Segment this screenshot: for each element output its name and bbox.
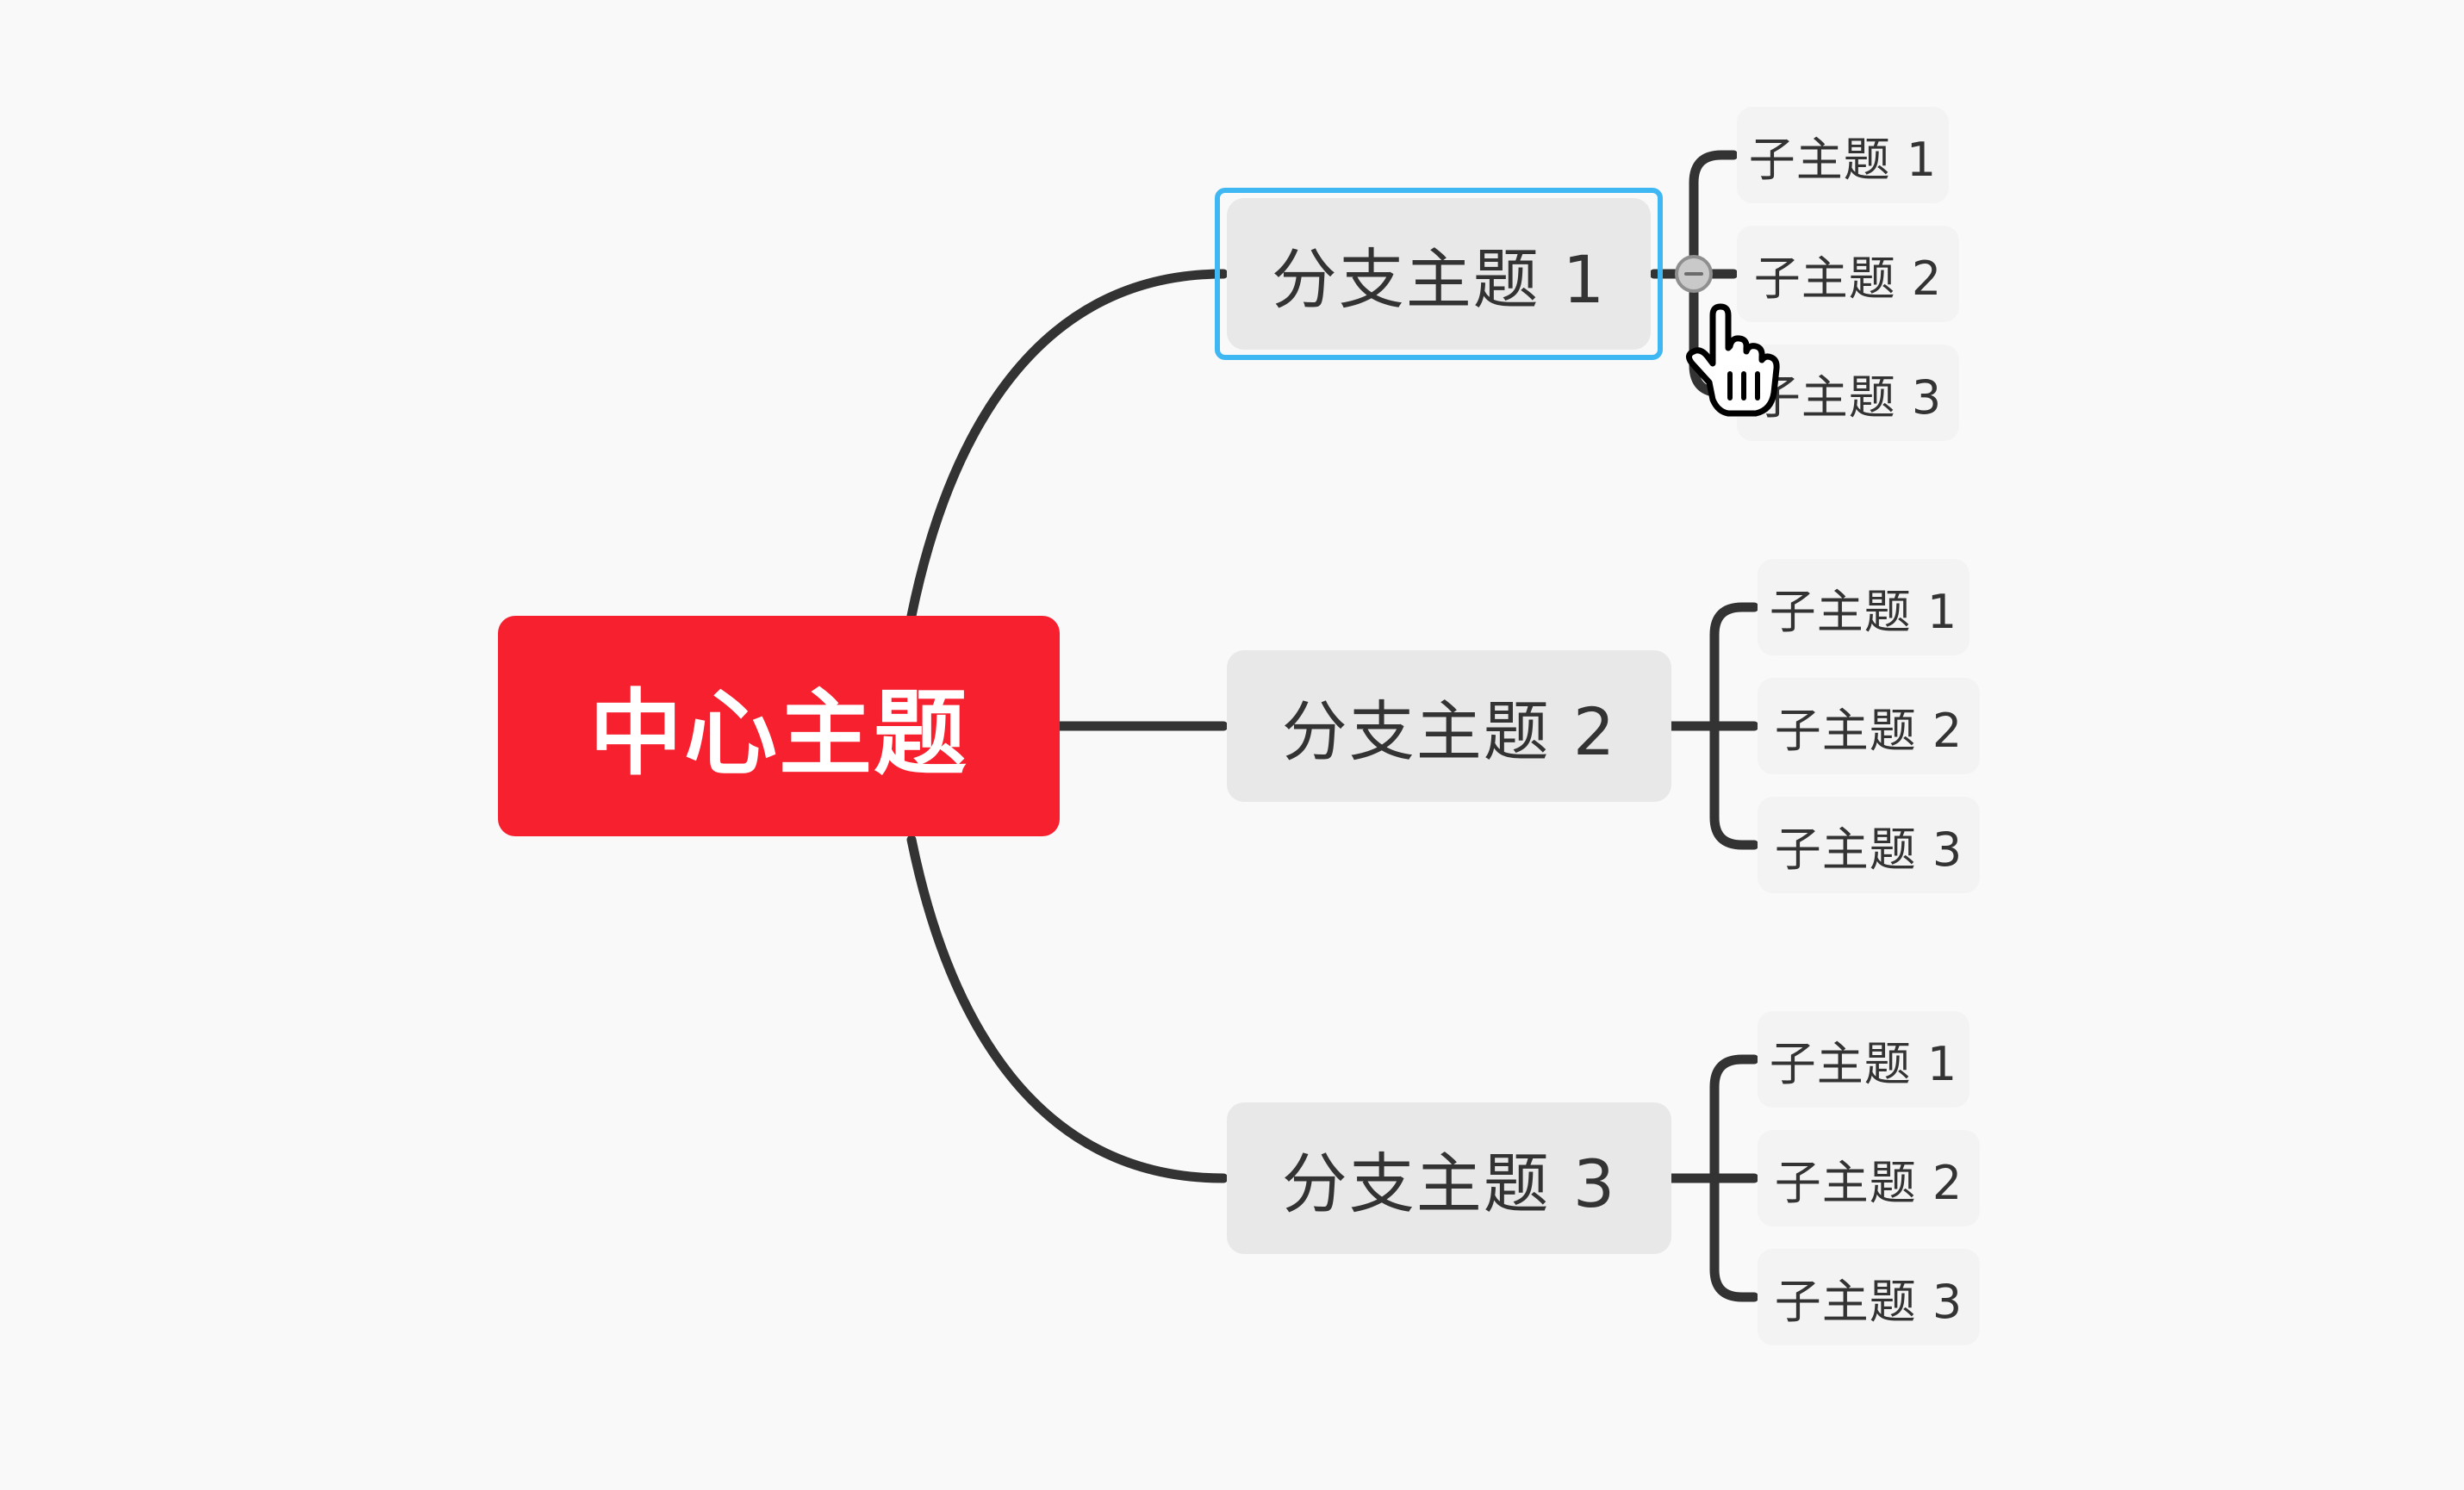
branch-topic-1[interactable]: 分支主题 1 <box>1227 198 1651 350</box>
subtopic-label: 子主题 3 <box>1753 369 1943 425</box>
branch-topic-3[interactable]: 分支主题 3 <box>1227 1102 1671 1254</box>
connector-central-branch-3 <box>906 835 1229 1183</box>
collapse-minus-icon[interactable] <box>1675 255 1713 293</box>
subtopic-label: 子主题 2 <box>1774 703 1963 758</box>
branch-topic-3-label: 分支主题 3 <box>1281 1145 1617 1222</box>
connector-branch-3-sub-3 <box>1709 1173 1759 1302</box>
subtopic-label: 子主题 1 <box>1769 1036 1958 1091</box>
subtopic-label: 子主题 1 <box>1748 132 1938 187</box>
branch-topic-2[interactable]: 分支主题 2 <box>1227 650 1671 802</box>
subtopic-label: 子主题 3 <box>1774 1274 1963 1329</box>
branch-2-subtopic-3[interactable]: 子主题 3 <box>1758 797 1980 893</box>
connector-branch-3-sub-1 <box>1709 1054 1759 1183</box>
subtopic-label: 子主题 1 <box>1769 584 1958 639</box>
branch-3-subtopic-3[interactable]: 子主题 3 <box>1758 1249 1980 1345</box>
branch-2-subtopic-2[interactable]: 子主题 2 <box>1758 678 1980 774</box>
connector-central-branch-1 <box>906 269 1229 621</box>
branch-3-subtopic-1[interactable]: 子主题 1 <box>1758 1011 1969 1108</box>
central-topic-label: 中心主题 <box>588 680 968 788</box>
hand-pointer-cursor-icon <box>1686 303 1780 417</box>
subtopic-label: 子主题 3 <box>1774 822 1963 877</box>
connector-branch-2-sub-1 <box>1709 602 1759 731</box>
branch-2-subtopic-1[interactable]: 子主题 1 <box>1758 559 1969 655</box>
branch-topic-1-label: 分支主题 1 <box>1271 241 1607 318</box>
subtopic-label: 子主题 2 <box>1753 251 1943 306</box>
branch-1-subtopic-2[interactable]: 子主题 2 <box>1737 226 1959 322</box>
subtopic-label: 子主题 2 <box>1774 1155 1963 1210</box>
central-topic[interactable]: 中心主题 <box>498 616 1060 836</box>
branch-3-subtopic-2[interactable]: 子主题 2 <box>1758 1130 1980 1226</box>
branch-topic-2-label: 分支主题 2 <box>1281 693 1617 770</box>
minus-glyph <box>1684 272 1703 276</box>
connector-branch-1-sub-1 <box>1689 150 1739 279</box>
branch-1-subtopic-1[interactable]: 子主题 1 <box>1737 107 1949 203</box>
connector-branch-2-sub-3 <box>1709 721 1759 850</box>
